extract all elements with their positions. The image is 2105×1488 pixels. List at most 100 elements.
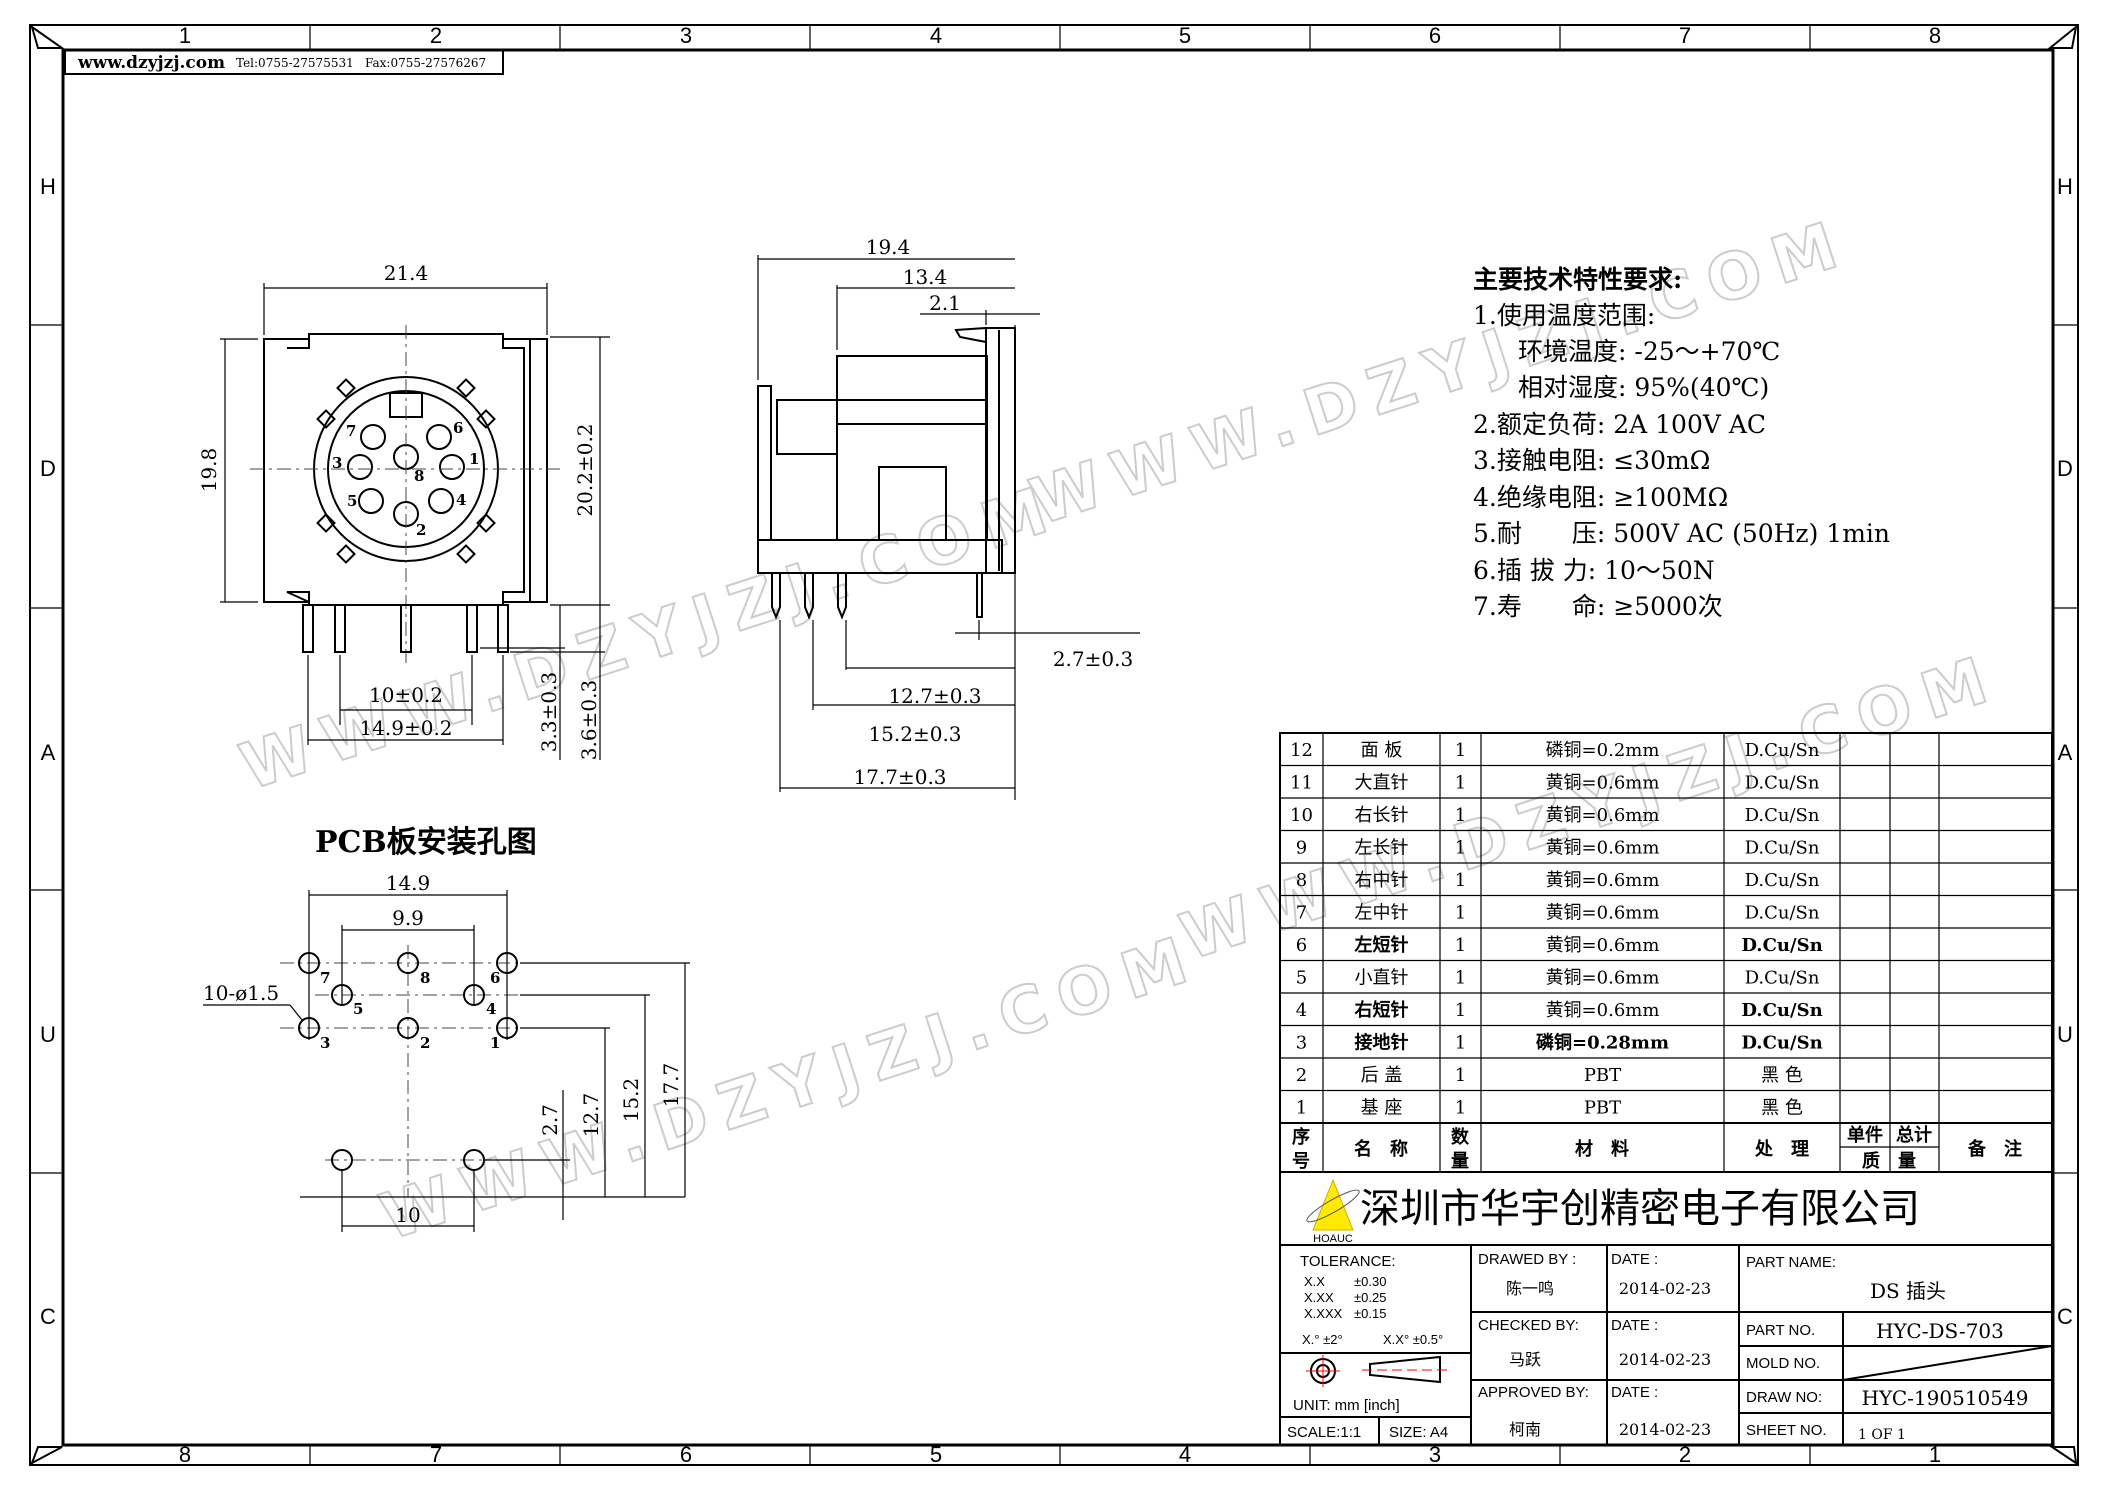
bom-cell-no: 2: [1296, 1065, 1307, 1086]
date-approved: 2014-02-23: [1619, 1420, 1711, 1439]
dim-height-left: 19.8: [197, 448, 221, 493]
tel-text: Tel:0755-27575531: [236, 56, 354, 70]
svg-text:DRAW NO:: DRAW NO:: [1746, 1389, 1822, 1406]
company-logo: HOAUC: [1306, 1178, 1360, 1245]
frame-row-labels: H D A U C H D A U C: [40, 174, 2073, 1329]
date-drawn: 2014-02-23: [1619, 1279, 1711, 1298]
svg-text:A: A: [41, 740, 56, 765]
draw-no-value: HYC-190510549: [1862, 1386, 2029, 1410]
bom-cell-no: 1: [1296, 1098, 1307, 1119]
bom-header-qty-bottom: 量: [1451, 1150, 1469, 1172]
svg-text:U: U: [40, 1022, 56, 1047]
dim-pitch-inner: 10±0.2: [369, 683, 443, 707]
bom-cell-qty: 1: [1455, 805, 1466, 826]
bom-cell-name: 接地针: [1355, 1032, 1409, 1054]
dim-row2: 15.2±0.3: [868, 722, 961, 746]
bom-cell-no: 4: [1296, 1000, 1307, 1021]
bom-cell-qty: 1: [1455, 935, 1466, 956]
bom-header-unit: 单件: [1847, 1124, 1883, 1146]
bom-cell-name: 右长针: [1355, 805, 1409, 826]
bom-cell-qty: 1: [1455, 903, 1466, 924]
svg-text:4: 4: [486, 1000, 496, 1018]
bom-header-no-bottom: 号: [1292, 1151, 1310, 1172]
fax-text: Fax:0755-27576267: [365, 56, 486, 70]
bom-cell-qty: 1: [1455, 773, 1466, 794]
dim-pitch-outer: 14.9±0.2: [359, 716, 452, 740]
svg-text:UNIT: mm [inch]: UNIT: mm [inch]: [1293, 1397, 1400, 1414]
drawed-by-value: 陈一鸣: [1506, 1279, 1554, 1298]
date-checked: 2014-02-23: [1619, 1350, 1711, 1369]
bom-cell-qty: 1: [1455, 740, 1466, 761]
svg-text:D: D: [2057, 456, 2073, 481]
bom-header-remark: 备 注: [1967, 1138, 2022, 1160]
svg-text:DRAWED BY :: DRAWED BY :: [1478, 1251, 1576, 1268]
bom-header-no-top: 序: [1292, 1126, 1310, 1148]
spec-line: 2.额定负荷: 2A 100V AC: [1473, 410, 1766, 439]
bom-cell-no: 3: [1296, 1033, 1307, 1054]
bom-cell-name: 面 板: [1361, 740, 1403, 761]
bom-cell-name: 基 座: [1361, 1098, 1403, 1119]
svg-text:1: 1: [1929, 1442, 1941, 1467]
sheet-no-value: 1 OF 1: [1858, 1427, 1906, 1443]
svg-text:4: 4: [456, 491, 466, 509]
website-link[interactable]: www.dzyjzj.com: [77, 53, 225, 73]
bom-cell-qty: 1: [1455, 1098, 1466, 1119]
svg-text:5: 5: [353, 1000, 363, 1018]
svg-text:CHECKED BY:: CHECKED BY:: [1478, 1317, 1579, 1334]
svg-text:3: 3: [1429, 1442, 1441, 1467]
svg-text:TOLERANCE:: TOLERANCE:: [1300, 1253, 1396, 1270]
svg-text:2: 2: [430, 23, 442, 48]
approved-by-value: 柯南: [1509, 1420, 1541, 1439]
bom-cell-material: PBT: [1584, 1098, 1621, 1119]
spec-line: 环境温度: -25～+70℃: [1518, 337, 1780, 366]
bom-cell-name: 右短针: [1355, 999, 1409, 1021]
svg-text:X.XXX: X.XXX: [1304, 1306, 1343, 1321]
spec-line: 4.绝缘电阻: ≥100MΩ: [1473, 483, 1728, 512]
bom-cell-material: 黄铜=0.6mm: [1546, 1000, 1660, 1021]
pcb-title: PCB板安装孔图: [315, 825, 537, 860]
bom-cell-name: 后 盖: [1361, 1065, 1403, 1086]
bom-cell-no: 10: [1290, 805, 1313, 826]
svg-text:X.X: X.X: [1304, 1274, 1325, 1289]
svg-text:H: H: [2057, 174, 2073, 199]
bom-cell-finish: D.Cu/Sn: [1745, 903, 1820, 924]
svg-text:3: 3: [332, 454, 342, 472]
frame-column-labels-top: 1 2 3 4 5 6 7 8: [179, 23, 1941, 48]
svg-text:7: 7: [430, 1442, 442, 1467]
dim-bottom-pitch: 10: [395, 1203, 420, 1227]
bom-cell-finish: D.Cu/Sn: [1745, 968, 1820, 989]
dim-depth-total: 19.4: [866, 235, 911, 259]
svg-text:DATE :: DATE :: [1611, 1251, 1658, 1268]
svg-text:SCALE:1:1: SCALE:1:1: [1287, 1424, 1361, 1441]
bom-cell-no: 8: [1296, 870, 1307, 891]
bom-cell-name: 大直针: [1355, 773, 1409, 794]
bom-header-qty-top: 数: [1451, 1126, 1470, 1148]
bom-cell-name: 小直针: [1355, 968, 1409, 989]
dim-h3: 15.2: [619, 1078, 643, 1123]
svg-text:8: 8: [1929, 23, 1941, 48]
dim-h4: 17.7: [659, 1063, 683, 1108]
svg-text:D: D: [40, 456, 56, 481]
bom-cell-material: PBT: [1584, 1065, 1621, 1086]
spec-line: 6.插 拔 力: 10～50N: [1473, 556, 1715, 585]
part-no-value: HYC-DS-703: [1876, 1319, 2004, 1343]
svg-text:MOLD NO.: MOLD NO.: [1746, 1355, 1820, 1372]
bom-header-finish: 处 理: [1754, 1138, 1809, 1160]
svg-text:8: 8: [179, 1442, 191, 1467]
svg-text:6: 6: [680, 1442, 692, 1467]
svg-text:X.XX: X.XX: [1304, 1290, 1334, 1305]
bom-cell-material: 黄铜=0.6mm: [1546, 968, 1660, 989]
svg-text:±0.25: ±0.25: [1354, 1290, 1386, 1305]
bom-cell-qty: 1: [1455, 1000, 1466, 1021]
spec-line: 3.接触电阻: ≤30mΩ: [1473, 446, 1710, 475]
svg-text:5: 5: [1179, 23, 1191, 48]
spec-line: 相对湿度: 95%(40℃): [1518, 373, 1769, 402]
bom-cell-no: 6: [1296, 935, 1307, 956]
svg-text:2: 2: [1679, 1442, 1691, 1467]
svg-text:U: U: [2057, 1022, 2073, 1047]
spec-line: 5.耐 压: 500V AC (50Hz) 1min: [1473, 519, 1890, 548]
svg-text:6: 6: [1429, 23, 1441, 48]
bom-cell-name: 左短针: [1355, 934, 1409, 956]
